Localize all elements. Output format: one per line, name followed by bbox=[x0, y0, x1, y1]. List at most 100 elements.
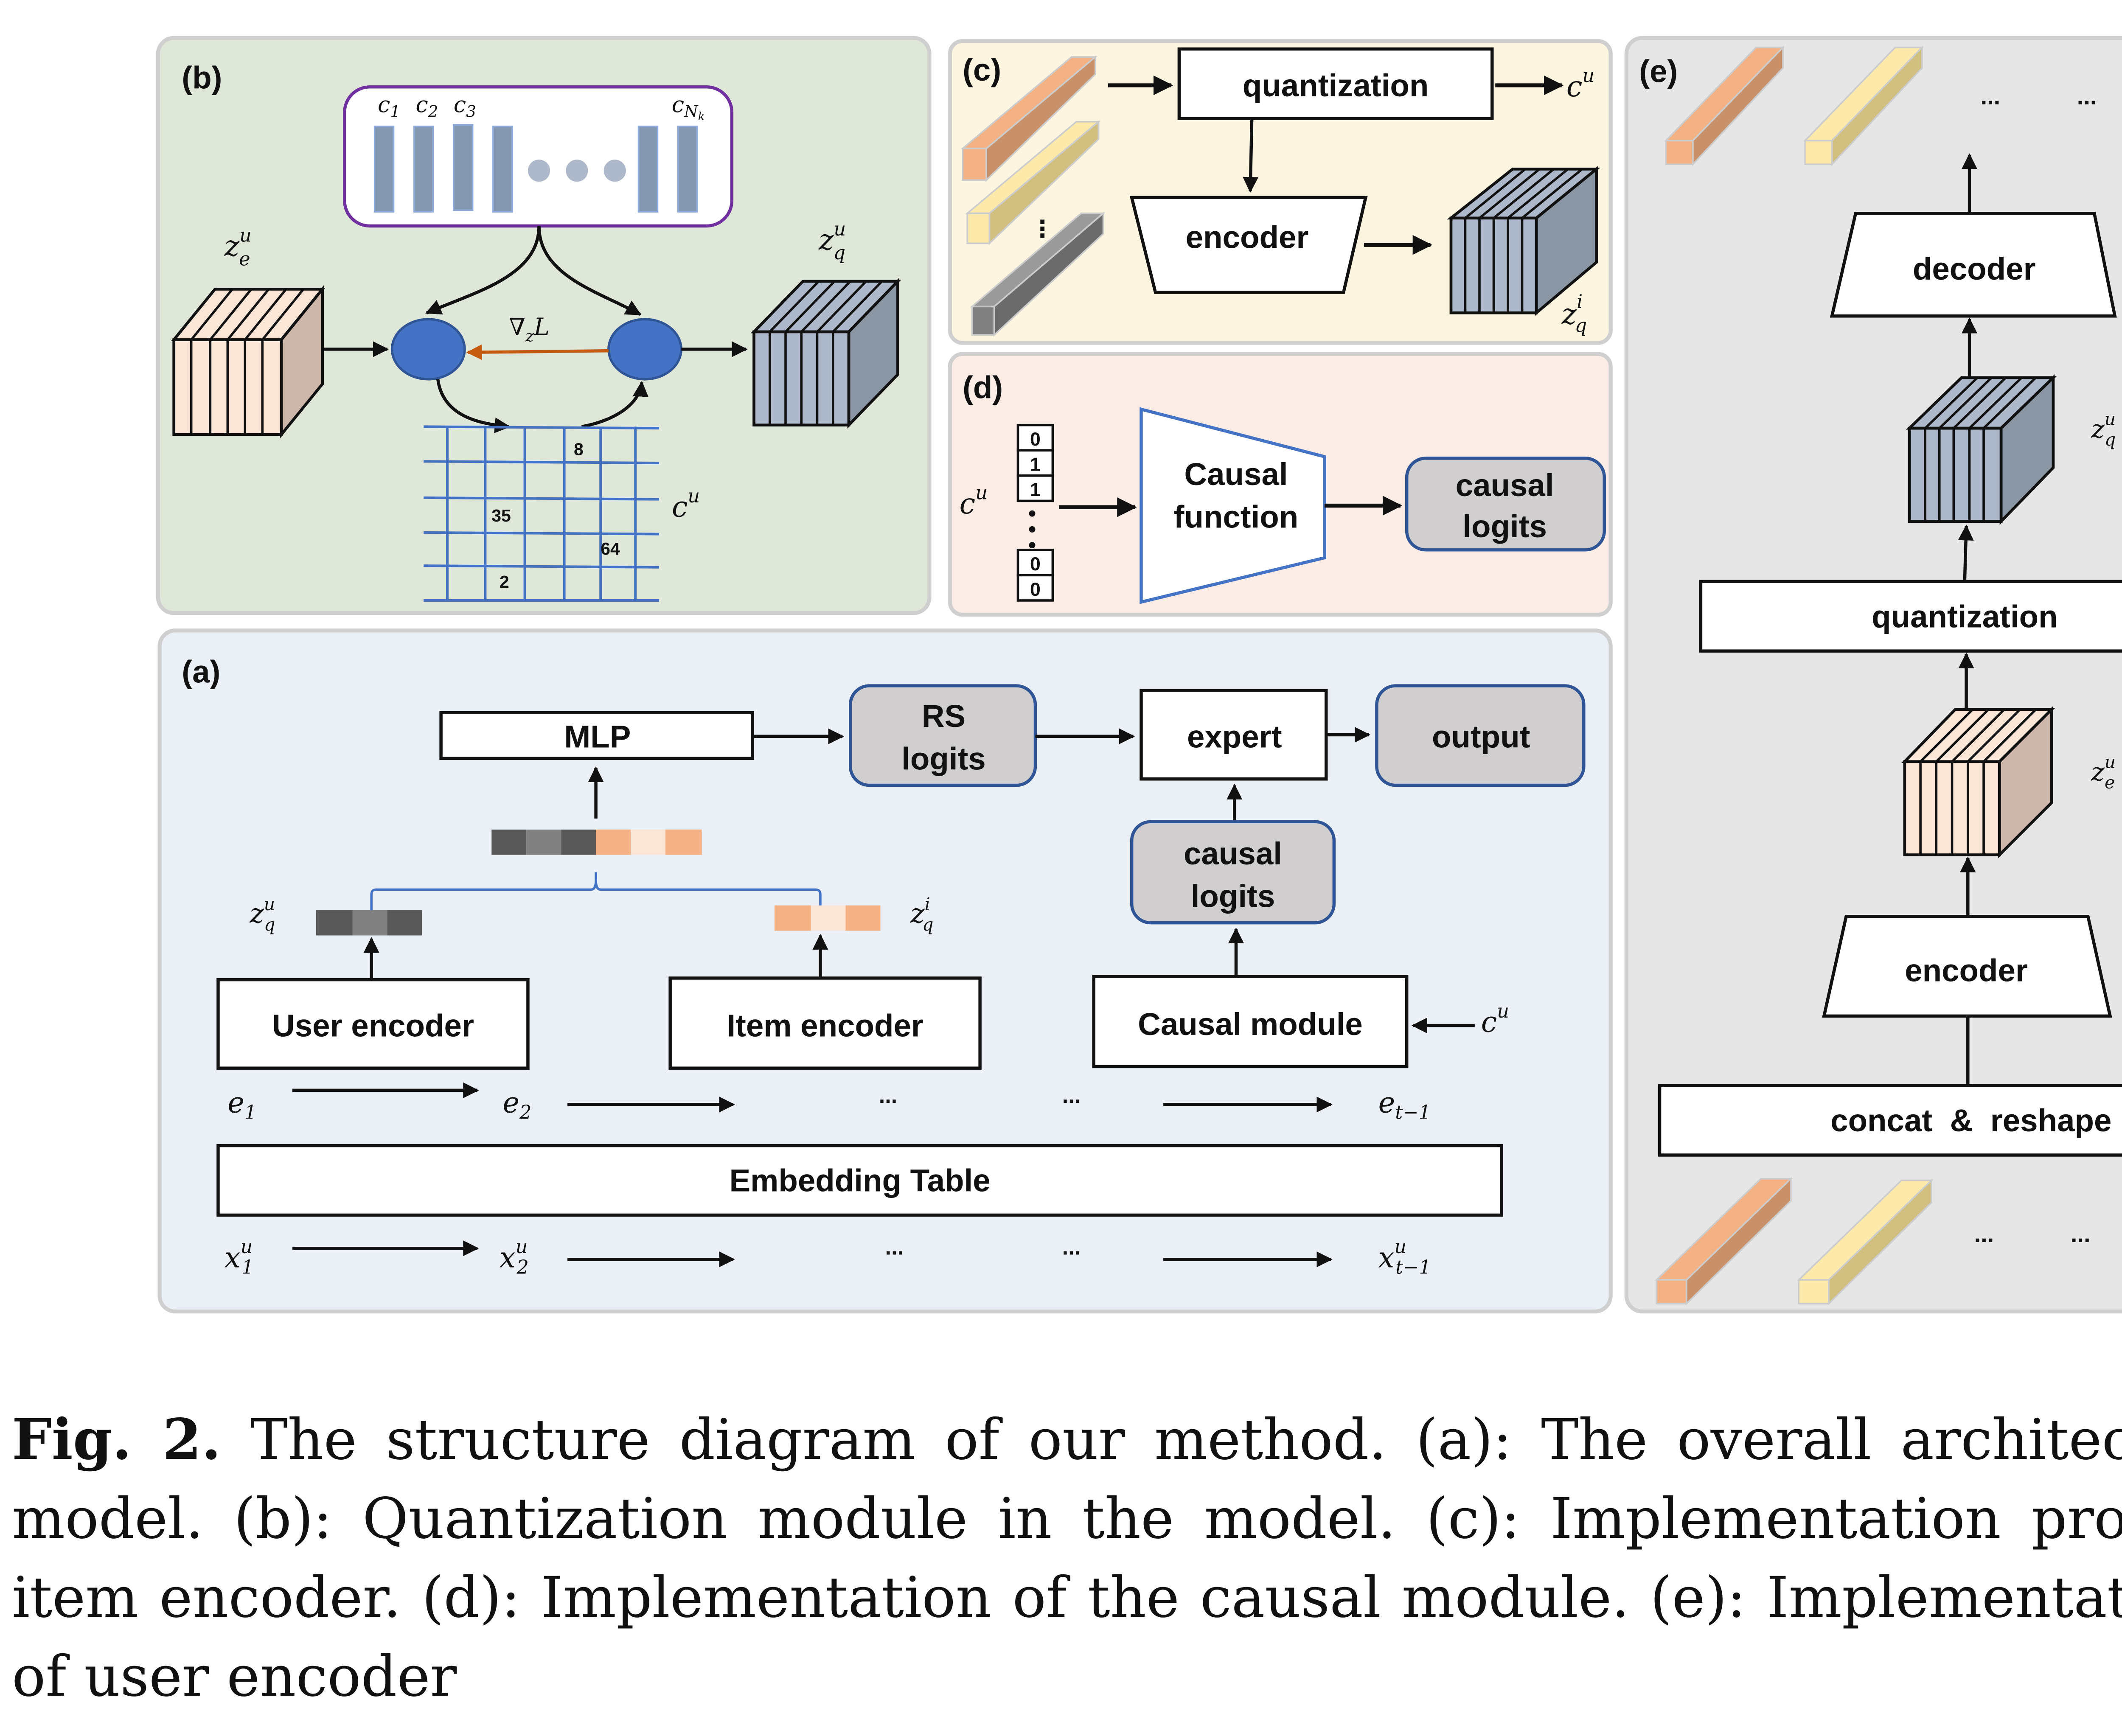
embedding-et-1: et−1 bbox=[1378, 1086, 1431, 1123]
ellipsis: ... bbox=[879, 1083, 897, 1108]
panel-a: (a) MLP RS logits expert output bbox=[157, 628, 1613, 1314]
output-box bbox=[1375, 684, 1586, 787]
causal-function-label-line2: function bbox=[1174, 499, 1299, 535]
causal-logits-box bbox=[1130, 820, 1336, 925]
code-bit: 0 bbox=[1030, 579, 1041, 600]
causal-logits-box bbox=[1405, 457, 1606, 552]
rs-logits-label-line2: logits bbox=[901, 741, 986, 776]
codebook-vector bbox=[492, 126, 513, 213]
panel-c-label: (c) bbox=[963, 52, 1001, 87]
code-bit: 1 bbox=[1030, 480, 1041, 500]
user-encoder-label: User encoder bbox=[272, 1008, 474, 1043]
cu-label: cu bbox=[1481, 1000, 1509, 1039]
gradient-arrow bbox=[466, 344, 609, 360]
mlp-box bbox=[439, 711, 754, 760]
ellipsis-dot bbox=[566, 160, 588, 182]
encoder-trapezoid bbox=[1822, 914, 2112, 1018]
codebook-to-right-node-arrow bbox=[537, 226, 642, 316]
concat-reshape-box bbox=[1658, 1084, 2122, 1157]
ellipsis-dot bbox=[528, 160, 550, 182]
grid-value: 64 bbox=[601, 539, 620, 558]
codebook-label-c3: c3 bbox=[454, 92, 476, 121]
output-label: output bbox=[1432, 719, 1530, 754]
codebook-vector bbox=[373, 126, 395, 213]
yellow-embedding-bar bbox=[965, 120, 1101, 245]
decoder-label: decoder bbox=[1913, 251, 2036, 286]
embedding-e2: e2 bbox=[502, 1086, 531, 1123]
concatenated-vector bbox=[491, 829, 702, 855]
cu-label: cu bbox=[960, 482, 988, 521]
output-yellow-bar bbox=[1803, 45, 1924, 166]
ellipsis: ... bbox=[1974, 1220, 1994, 1247]
panel-c: (c) ⋮ quantization cu encoder bbox=[948, 39, 1613, 345]
item-encoder-label: Item encoder bbox=[727, 1008, 923, 1043]
figure-number: Fig. 2. bbox=[12, 1407, 221, 1472]
causal-module-box bbox=[1092, 975, 1409, 1069]
quantization-to-encoder-arrow bbox=[1243, 118, 1259, 193]
node-to-grid-arrow bbox=[436, 379, 511, 433]
embedding-e1: e1 bbox=[227, 1086, 256, 1123]
quantization-box bbox=[1177, 47, 1494, 120]
causal-function-trapezoid bbox=[1140, 407, 1326, 604]
figure-diagram: (b) c1 c2 c3 cNk bbox=[156, 36, 2122, 1314]
codebook-to-left-node-arrow bbox=[425, 226, 541, 315]
codebook-label-cnk: cNk bbox=[672, 92, 705, 123]
expert-box bbox=[1140, 689, 1328, 781]
grid-value: 8 bbox=[574, 439, 584, 459]
figure-caption: Fig. 2. The structure diagram of our met… bbox=[12, 1400, 2122, 1716]
caption-text: The structure diagram of our method. (a)… bbox=[12, 1407, 2122, 1709]
codebook: c1 c2 c3 cNk bbox=[343, 85, 734, 228]
zq-user-cube bbox=[1906, 374, 2057, 525]
embedding-table-label: Embedding Table bbox=[729, 1163, 990, 1198]
panel-b: (b) c1 c2 c3 cNk bbox=[156, 36, 932, 615]
gray-embedding-bar bbox=[970, 211, 1106, 337]
causal-function-label-line1: Causal bbox=[1184, 457, 1288, 492]
causal-logits-label-line2: logits bbox=[1462, 509, 1547, 544]
ellipsis: ... bbox=[1981, 83, 2001, 109]
ellipsis: ... bbox=[1062, 1235, 1081, 1260]
code-index-grid bbox=[424, 425, 660, 602]
code-bit: 0 bbox=[1030, 554, 1041, 575]
codebook-vector bbox=[453, 124, 474, 211]
panel-d: (d) cu 0 1 1 0 0 Causal function causal … bbox=[948, 352, 1613, 617]
decoder-trapezoid bbox=[1830, 211, 2117, 318]
code-bit: 1 bbox=[1030, 454, 1041, 475]
grid-to-node-arrow bbox=[581, 381, 649, 429]
embedding-table-box bbox=[216, 1144, 1503, 1217]
causal-logits-label-line1: causal bbox=[1184, 836, 1282, 871]
panel-a-label: (a) bbox=[182, 654, 220, 690]
quantization-label: quantization bbox=[1872, 599, 2058, 634]
ellipsis-dot bbox=[603, 160, 626, 182]
encoder-label: encoder bbox=[1905, 953, 2028, 988]
cu-label: cu bbox=[1566, 65, 1594, 104]
panel-d-label: (d) bbox=[963, 370, 1003, 405]
zq-item-vector bbox=[774, 905, 881, 931]
ellipsis: ... bbox=[2077, 83, 2097, 109]
quantization-to-zq-arrow bbox=[1958, 524, 1974, 580]
encoder-trapezoid bbox=[1129, 196, 1368, 294]
zq-cube bbox=[750, 278, 901, 429]
ellipsis: ... bbox=[885, 1235, 904, 1260]
causal-logits-label-line1: causal bbox=[1456, 468, 1554, 503]
codebook-vector bbox=[637, 126, 659, 213]
encoder-output-node bbox=[390, 318, 466, 381]
ze-user-cube bbox=[1901, 706, 2055, 858]
quantization-label: quantization bbox=[1243, 68, 1429, 103]
rs-logits-label-line1: RS bbox=[922, 698, 966, 734]
ellipsis: ... bbox=[1062, 1083, 1081, 1108]
orange-embedding-bar bbox=[960, 55, 1098, 182]
ze-cube bbox=[171, 285, 326, 439]
grid-value: 2 bbox=[500, 572, 509, 592]
causal-module-label: Causal module bbox=[1138, 1007, 1363, 1042]
code-bit: 0 bbox=[1030, 429, 1041, 450]
panel-e: (e) ... ... decoder bbox=[1624, 36, 2122, 1314]
user-encoder-box bbox=[216, 978, 530, 1070]
